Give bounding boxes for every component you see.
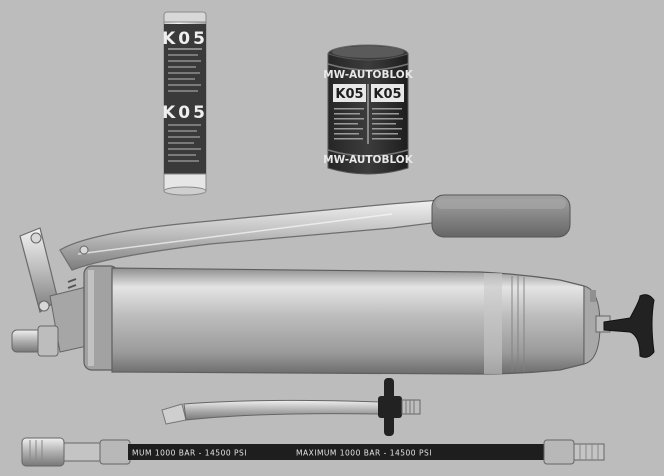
can-brand-bottom: MW-AUTOBLOK (323, 154, 414, 166)
can-product-left: K05 (335, 87, 363, 102)
can-product-right: K05 (373, 87, 401, 102)
grease-gun-icon (11, 194, 655, 375)
flexible-hose-icon: MUM 1000 BAR - 14500 PSI MAXIMUM 1000 BA… (21, 437, 605, 467)
tube-brand-label-second: K05 (162, 103, 208, 123)
tube-brand-label: K05 (162, 29, 208, 49)
grease-cartridge-icon: K05 K05 (162, 11, 208, 196)
nozzle-extension-icon (161, 378, 421, 436)
can-brand-top: MW-AUTOBLOK (323, 69, 414, 81)
hose-print-left: MUM 1000 BAR - 14500 PSI (132, 449, 247, 458)
hose-print-right: MAXIMUM 1000 BAR - 14500 PSI (296, 449, 432, 458)
grease-can-icon: MW-AUTOBLOK K05 K05 MW-AUTOBLOK (323, 44, 414, 175)
